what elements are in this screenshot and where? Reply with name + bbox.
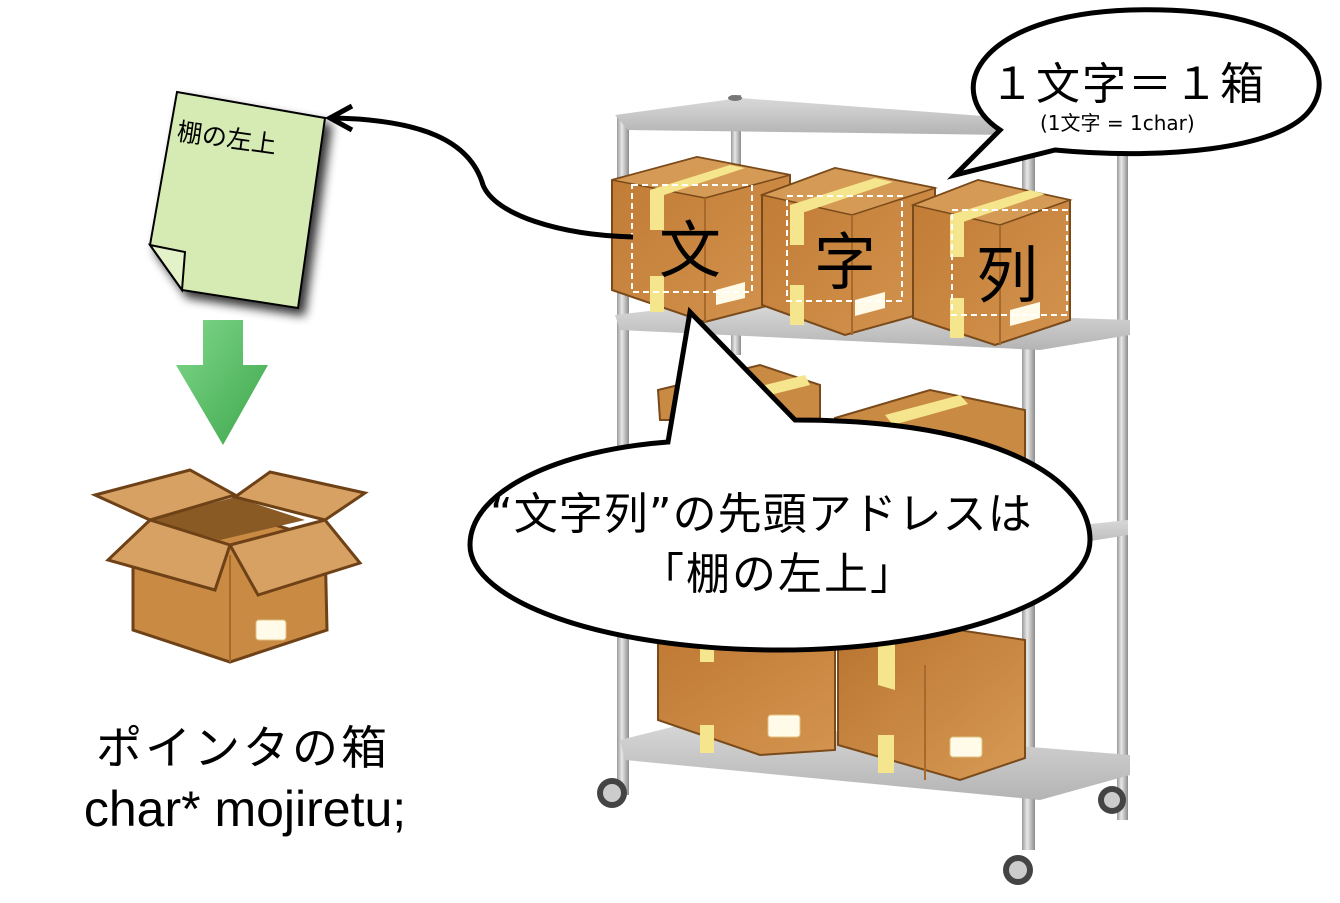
box-char-3: 列 — [975, 239, 1038, 312]
pointer-arrow — [324, 103, 634, 240]
open-box-icon — [90, 468, 369, 664]
pointer-declaration-code: char* mojiretu; — [83, 781, 407, 837]
bubble-top-sub-text: (1文字 = 1char) — [1040, 111, 1195, 135]
box-1 — [611, 155, 791, 324]
down-arrow-icon — [176, 320, 268, 445]
top-shelf-boxes — [611, 155, 1073, 347]
caster-wheels — [597, 778, 1126, 885]
box-3 — [910, 178, 1073, 347]
bubble-bottom-line2: 「棚の左上」 — [640, 549, 916, 600]
speech-bubble-bottom — [467, 306, 1093, 653]
box-char-2: 字 — [813, 226, 876, 299]
note-paper — [147, 90, 327, 310]
box-char-1: 文 — [658, 214, 721, 287]
bubble-top-main-text: １文字＝１箱 — [990, 59, 1266, 110]
bubble-bottom-line1: “文字列”の先頭アドレスは — [490, 489, 1033, 540]
bottom-shelf-boxes — [657, 623, 1026, 782]
speech-bubble-top — [946, 7, 1322, 180]
pointer-box-title: ポインタの箱 — [96, 721, 390, 775]
